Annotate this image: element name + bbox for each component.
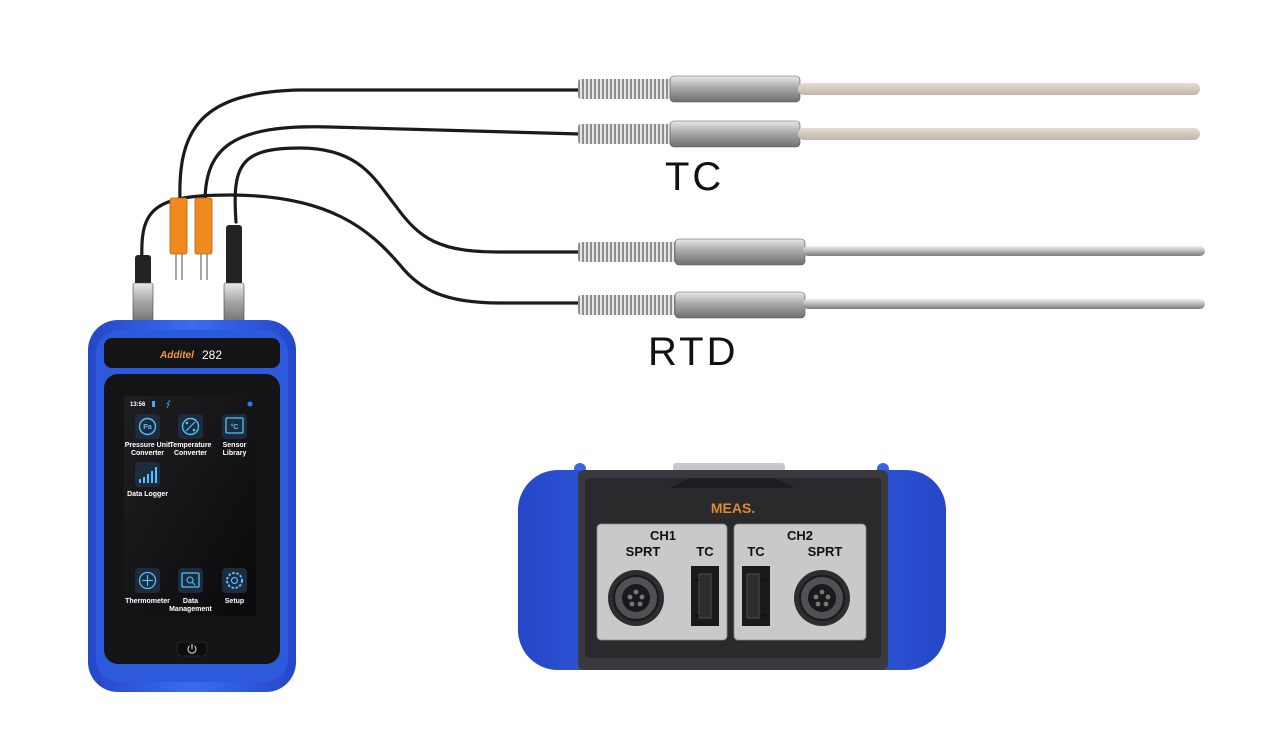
- connectors: [132, 197, 245, 324]
- svg-text:Pa: Pa: [143, 424, 152, 431]
- svg-text:Data: Data: [183, 598, 198, 605]
- folder-search-icon: [181, 572, 200, 588]
- handheld-thermometer: Additel 282 13:56 Pa Pressure Unit Conve…: [88, 320, 296, 692]
- rtd-probe-2: [578, 291, 1205, 319]
- brand-logo: Additel: [159, 350, 194, 361]
- probe-cables: [140, 88, 582, 305]
- svg-text:CH2: CH2: [787, 528, 813, 543]
- svg-text:TC: TC: [696, 544, 714, 559]
- app-pressure-unit-converter[interactable]: Pa Pressure Unit Converter: [125, 414, 171, 457]
- svg-text:Sensor: Sensor: [223, 442, 247, 449]
- svg-text:Data Logger: Data Logger: [127, 491, 168, 498]
- svg-text:Pressure Unit: Pressure Unit: [125, 442, 171, 449]
- ch1-sprt-socket[interactable]: [608, 570, 664, 626]
- app-thermometer[interactable]: Thermometer: [125, 568, 170, 605]
- power-button[interactable]: [176, 641, 208, 657]
- charging-icon: [166, 399, 171, 409]
- svg-text:−: −: [692, 572, 700, 587]
- app-data-management[interactable]: Data Management: [169, 568, 213, 613]
- ch2-tc-socket[interactable]: − +: [742, 566, 770, 626]
- gear-icon: [226, 572, 243, 589]
- device-top-panel: MEAS. CH1 SPRT TC − +: [518, 463, 946, 670]
- bar-chart-icon: [139, 467, 157, 483]
- percent-icon: [181, 417, 200, 436]
- channel-2-plate: CH2 TC SPRT − +: [733, 523, 867, 641]
- tc-probe-1: [578, 75, 1200, 103]
- svg-text:Temperature: Temperature: [170, 442, 212, 449]
- svg-text:Management: Management: [169, 606, 212, 613]
- app-temperature-converter[interactable]: Temperature Converter: [170, 414, 212, 457]
- rtd-probe-1: [578, 238, 1205, 266]
- svg-text:Converter: Converter: [131, 450, 164, 457]
- battery-icon: [152, 401, 155, 407]
- power-icon: [187, 645, 197, 654]
- svg-text:Setup: Setup: [225, 598, 244, 605]
- svg-text:Library: Library: [223, 450, 247, 457]
- svg-text:+: +: [761, 608, 769, 623]
- channel-1-plate: CH1 SPRT TC − +: [596, 523, 728, 641]
- svg-text:Converter: Converter: [174, 450, 207, 457]
- celsius-icon: [225, 417, 244, 434]
- svg-text:−: −: [761, 572, 769, 587]
- status-dot-icon: [247, 401, 253, 407]
- app-sensor-library[interactable]: °C Sensor Library: [222, 414, 247, 457]
- svg-text:SPRT: SPRT: [808, 544, 843, 559]
- meas-label: MEAS.: [711, 500, 755, 516]
- ch2-sprt-socket[interactable]: [794, 570, 850, 626]
- app-setup[interactable]: Setup: [222, 568, 247, 605]
- pa-icon: [138, 417, 157, 436]
- thermometer-icon: [138, 571, 157, 590]
- svg-text:TC: TC: [747, 544, 765, 559]
- ch1-tc-socket[interactable]: − +: [691, 566, 719, 626]
- svg-text:Thermometer: Thermometer: [125, 598, 170, 605]
- svg-text:°C: °C: [231, 423, 239, 431]
- rtd-label: RTD: [648, 330, 738, 374]
- tc-probe-2: [578, 120, 1200, 148]
- app-data-logger[interactable]: Data Logger: [127, 462, 168, 498]
- status-time: 13:56: [130, 402, 146, 408]
- tc-label: TC: [665, 155, 724, 199]
- svg-text:SPRT: SPRT: [626, 544, 661, 559]
- svg-text:+: +: [692, 608, 700, 623]
- model-number: 282: [202, 348, 222, 362]
- svg-text:CH1: CH1: [650, 528, 676, 543]
